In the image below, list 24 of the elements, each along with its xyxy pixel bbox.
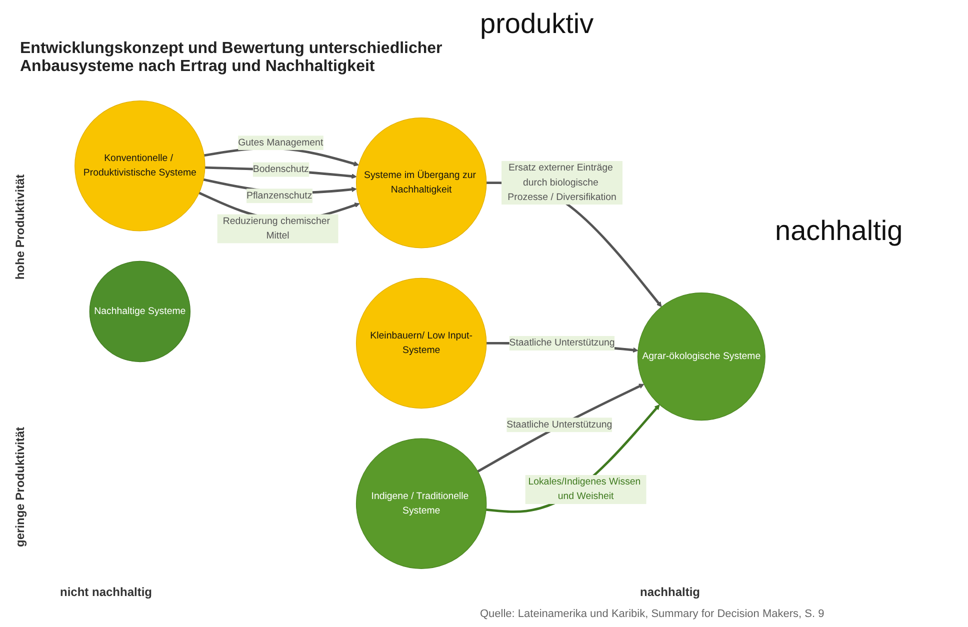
edge-label: Ersatz externer Einträge durch biologische Prozesse / Diversifikation <box>508 163 616 202</box>
edge-label: Gutes Management <box>238 138 324 148</box>
axis-label: nachhaltig <box>775 215 903 247</box>
node-circle: Systeme im Übergang zur Nachhaltigkeit <box>356 118 487 248</box>
node-circle: Konventionelle / Produktivistische Systeme <box>74 100 206 232</box>
node-circle: Agrar-ökologische Systeme <box>637 292 766 421</box>
axis-label: nicht nachhaltig <box>60 585 152 599</box>
edge-label: Reduzierung chemischer Mittel <box>222 216 330 242</box>
arrow <box>477 384 644 473</box>
axis-label: geringe Produktivität <box>13 426 27 550</box>
axis-label: hohe Produktivität <box>13 173 27 282</box>
source-caption: Quelle: Lateinamerika und Karibik, Summary for Decision Makers, S. 9 <box>480 608 824 620</box>
edge-label: Bodenschutz <box>252 164 309 175</box>
node-circle: Nachhaltige Systeme <box>89 261 190 362</box>
edge-label: Pflanzenschutz <box>246 190 312 201</box>
node-circle: Kleinbauern/ Low Input-Systeme <box>356 278 487 409</box>
node-circle: Indigene / Traditionelle Systeme <box>356 438 487 570</box>
axis-label: produktiv <box>480 8 594 40</box>
edge-label: Lokales/Indigenes Wissen und Weisheit <box>528 477 641 502</box>
edge-label: Staatliche Unterstützung <box>506 420 612 430</box>
edge-label: Staatliche Unterstützung <box>509 338 615 348</box>
arrow <box>486 404 660 514</box>
axis-label: nachhaltig <box>640 585 700 599</box>
diagram-title: Entwicklungskonzept und Bewertung unterschiedlicher Anbausysteme nach Ertrag und Nachhaltigkeit <box>20 40 444 76</box>
